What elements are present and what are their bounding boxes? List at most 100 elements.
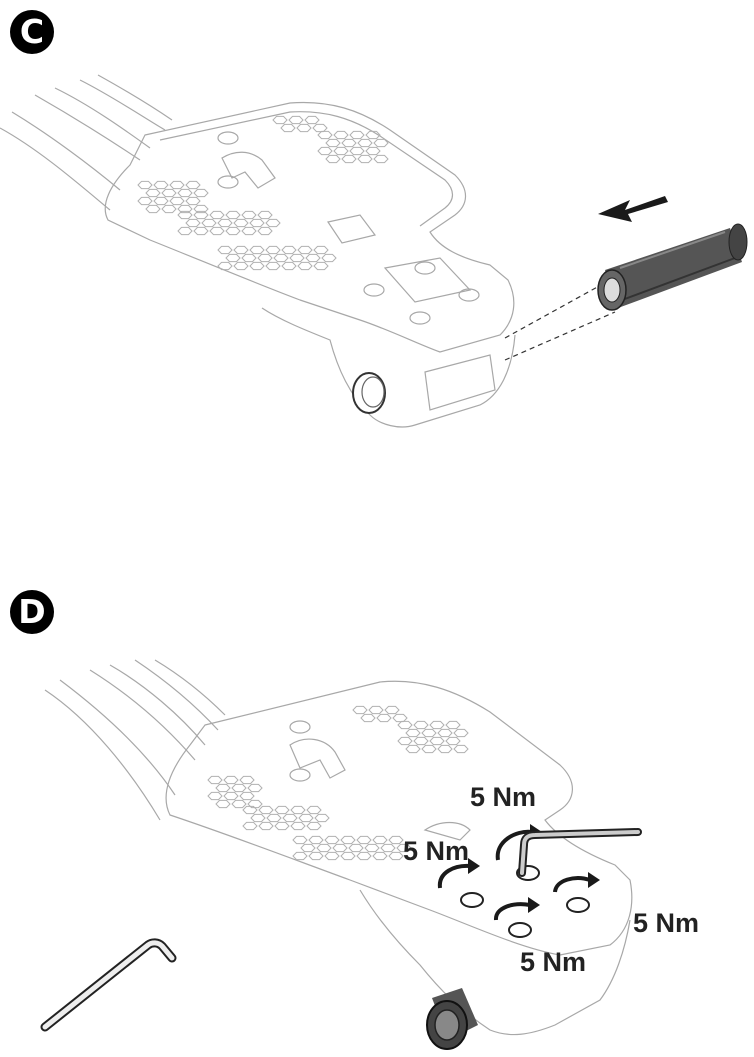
hex-cell [207, 775, 223, 785]
hex-cell [257, 226, 273, 236]
hex-cell [177, 188, 193, 198]
hex-cell [349, 146, 365, 156]
hex-cell [372, 835, 388, 845]
hex-cell [341, 154, 357, 164]
hex-cell [373, 154, 389, 164]
hex-cell [274, 805, 290, 815]
hex-cell [137, 180, 153, 190]
hex-cell [312, 123, 328, 133]
hex-cell [304, 115, 320, 125]
hex-cell [231, 799, 247, 809]
hex-cell [217, 245, 233, 255]
hex-cell [352, 705, 368, 715]
hex-cell [341, 138, 357, 148]
hex-cell [340, 835, 356, 845]
hex-cell [209, 210, 225, 220]
hex-cell [348, 843, 364, 853]
hex-cell [193, 210, 209, 220]
hex-cell [185, 218, 201, 228]
step-c-illustration [0, 74, 748, 428]
hex-cell [274, 821, 290, 831]
torque-label-left: 5 Nm [403, 836, 470, 866]
hex-cell [145, 188, 161, 198]
hex-cell [388, 851, 404, 861]
hex-cell [396, 843, 412, 853]
hex-cell [247, 799, 263, 809]
hex-cell [225, 253, 241, 263]
hex-cell [324, 851, 340, 861]
hex-cell [332, 843, 348, 853]
hex-cell [282, 813, 298, 823]
hex-pattern [207, 705, 469, 861]
hex-cell [242, 805, 258, 815]
rack-bars [44, 659, 226, 821]
hex-cell [356, 835, 372, 845]
hex-cell [225, 226, 241, 236]
step-d-panel: D [0, 520, 754, 1057]
hex-cell [290, 805, 306, 815]
rack-bars [0, 74, 173, 211]
hex-cell [217, 261, 233, 271]
hex-cell [215, 799, 231, 809]
hex-cell [239, 791, 255, 801]
step-c-badge: C [10, 10, 54, 54]
hex-cell [324, 835, 340, 845]
hex-cell [288, 115, 304, 125]
hex-cell [169, 196, 185, 206]
hex-cell [413, 720, 429, 730]
hex-cell [308, 835, 324, 845]
hex-cell [241, 226, 257, 236]
hex-cell [169, 180, 185, 190]
hex-cell [193, 188, 209, 198]
hex-cell [193, 204, 209, 214]
hex-cell [241, 253, 257, 263]
hex-cell [300, 843, 316, 853]
hex-cell [392, 713, 408, 723]
hex-cell [333, 146, 349, 156]
hex-cell [405, 728, 421, 738]
knob-socket [352, 372, 386, 414]
hex-cell [233, 261, 249, 271]
hex-pattern [137, 115, 389, 271]
hex-cell [325, 138, 341, 148]
hex-cell [333, 130, 349, 140]
plate-screws [289, 720, 311, 782]
hex-cell [421, 744, 437, 754]
hex-cell [257, 210, 273, 220]
hex-cell [239, 775, 255, 785]
torque-label-right: 5 Nm [633, 908, 700, 938]
hex-cell [201, 218, 217, 228]
hex-cell [242, 821, 258, 831]
hex-cell [225, 210, 241, 220]
hex-cell [317, 130, 333, 140]
guide-line-top [504, 279, 611, 339]
hex-cell [437, 728, 453, 738]
hex-cell [349, 130, 365, 140]
hex-cell [356, 851, 372, 861]
hex-cell [161, 188, 177, 198]
guide-line-bottom [504, 311, 616, 361]
hex-cell [314, 813, 330, 823]
mount-plate [165, 680, 633, 1036]
hex-cell [272, 115, 288, 125]
hex-cell [249, 218, 265, 228]
rotation-arrow-icon [437, 829, 591, 921]
hex-cell [215, 783, 231, 793]
hex-cell [365, 130, 381, 140]
hex-key-icon [518, 828, 642, 877]
hex-cell [316, 843, 332, 853]
hex-cell [257, 253, 273, 263]
hex-cell [453, 728, 469, 738]
hex-cell [325, 154, 341, 164]
arrow-left-icon [598, 196, 668, 222]
hex-cell [388, 835, 404, 845]
hex-cell [306, 805, 322, 815]
plate-screws [217, 131, 480, 325]
hex-cell [429, 736, 445, 746]
hex-cell [265, 261, 281, 271]
hex-cell [145, 204, 161, 214]
hex-cell [250, 813, 266, 823]
hex-cell [365, 146, 381, 156]
hex-cell [405, 744, 421, 754]
hex-cell [249, 261, 265, 271]
